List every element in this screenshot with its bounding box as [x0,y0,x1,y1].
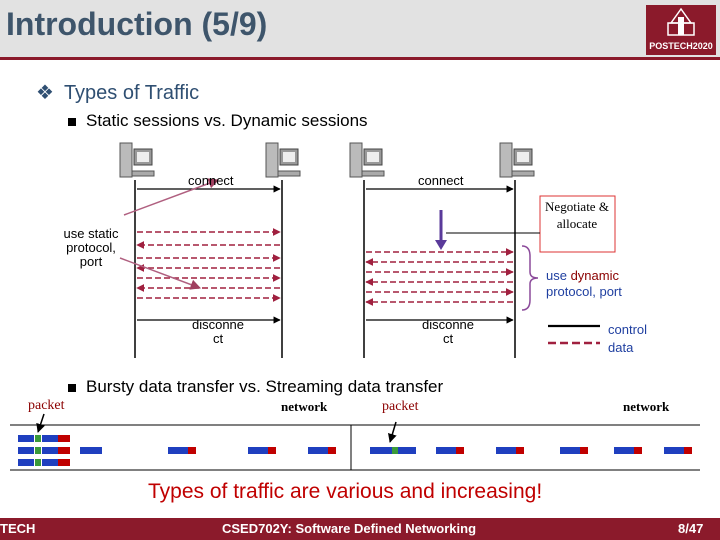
negotiate-note: Negotiate & allocate [545,199,609,231]
computer-icon [265,142,301,178]
footer-left: TECH [0,521,36,536]
network-label-right: network [623,399,670,414]
legend-control-label: control [608,322,648,337]
disconnect-label-right: disconne ct [421,317,475,346]
main-bullet: ❖ Types of Traffic [36,80,199,105]
connect-label-right: connect [418,173,464,188]
disconnect-label-left: disconne ct [191,317,245,346]
dynamic-note-prefix: use [546,268,571,283]
static-note: use static protocol, port [63,226,119,269]
streaming-packets [370,447,692,454]
diamond-bullet-icon: ❖ [36,82,54,104]
network-label-left: network [281,399,328,414]
slide-title: Introduction (5/9) [6,6,268,42]
bursty-packets [18,435,336,466]
static-pointer-data [119,257,201,290]
static-pointer-connect [123,178,219,216]
sub-bullet-text: Static sessions vs. Dynamic sessions [86,111,368,130]
dynamic-note-suffix: protocol, port [546,284,622,299]
dynamic-brace [521,245,539,311]
connect-label-left: connect [188,173,234,188]
packet-label-left: packet [28,398,65,413]
main-bullet-text: Types of Traffic [63,82,200,104]
dynamic-note-word: dynamic [570,268,619,283]
university-logo: POSTECH2020 [646,5,716,55]
header-divider [0,57,720,60]
logo-emblem-icon [667,7,695,36]
slide-header [0,0,720,57]
sub-bullet-static-dynamic: Static sessions vs. Dynamic sessions [68,111,368,131]
footer-page-number: 8/47 [678,521,704,536]
data-flow-right [365,248,514,306]
footer-bar [0,518,720,540]
square-bullet-icon [68,383,76,392]
square-bullet-icon [68,117,76,126]
sub-bullet-bursty-streaming: Bursty data transfer vs. Streaming data … [68,377,443,397]
negotiate-box [539,195,616,253]
sub-bullet-text: Bursty data transfer vs. Streaming data … [86,377,444,396]
footer-course: CSED702Y: Software Defined Networking [222,521,477,536]
computer-icon [499,142,535,178]
legend-data-label: data [608,340,634,355]
computer-icon [349,142,385,178]
data-flow-left [136,228,281,302]
packet-label-right: packet [382,399,419,414]
negotiate-arrow-head [435,240,447,250]
hand-arrow-icon [36,413,45,433]
computer-icon [119,142,155,178]
logo-text: POSTECH2020 [649,41,713,51]
conclusion-text: Types of traffic are various and increas… [148,480,543,503]
